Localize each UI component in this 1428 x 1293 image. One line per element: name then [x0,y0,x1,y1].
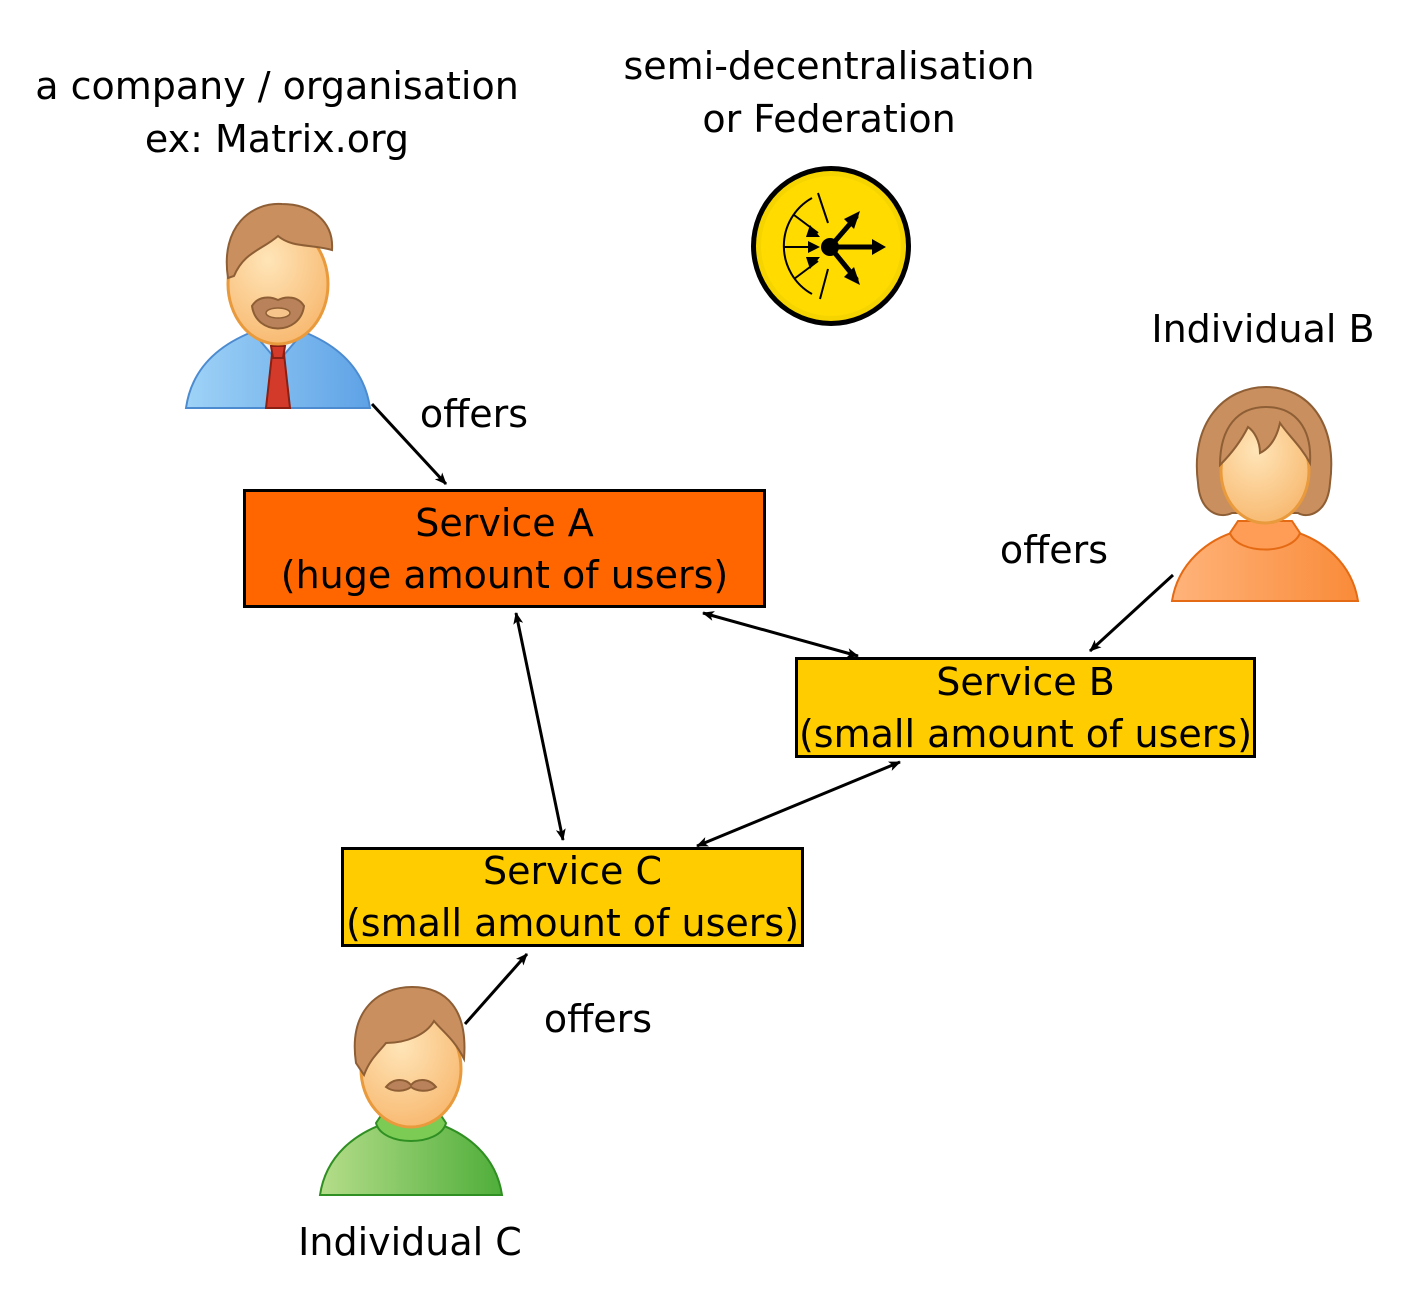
offers-label-company: offers [419,392,529,436]
federation-label-line2: or Federation [702,97,956,141]
service-a-name: Service A [415,500,594,545]
individual-c-person-icon [318,985,504,1196]
individual-c-label: Individual C [298,1220,522,1264]
edge-service-a-service-c [513,612,566,841]
service-c-name: Service C [482,849,663,893]
company-label-line1: a company / organisation [35,64,519,108]
service-b-box: Service B (small amount of users) [795,657,1256,758]
individual-b-label: Individual B [1151,307,1375,351]
federation-label: semi-decentralisation or Federation [579,40,1079,146]
company-person-icon [184,202,372,409]
federation-icon [751,166,911,326]
edge-service-a-service-b [702,611,859,658]
service-a-box: Service A (huge amount of users) [243,489,766,608]
service-c-desc: (small amount of users) [345,901,800,945]
service-c-box: Service C (small amount of users) [341,847,804,947]
edge-individual-b-service-b [1088,573,1175,653]
offers-label-individual-c: offers [543,997,653,1041]
edge-company-service-a [370,402,448,486]
edge-individual-c-service-c [463,953,529,1025]
service-a-desc: (huge amount of users) [280,552,729,597]
company-label: a company / organisation ex: Matrix.org [17,60,537,166]
individual-b-person-icon [1170,385,1360,602]
service-b-desc: (small amount of users) [798,711,1253,756]
offers-label-individual-b: offers [999,528,1109,572]
service-b-name: Service B [936,659,1115,704]
federation-label-line1: semi-decentralisation [623,44,1035,88]
edge-service-b-service-c [696,760,901,848]
company-label-line2: ex: Matrix.org [144,117,410,161]
